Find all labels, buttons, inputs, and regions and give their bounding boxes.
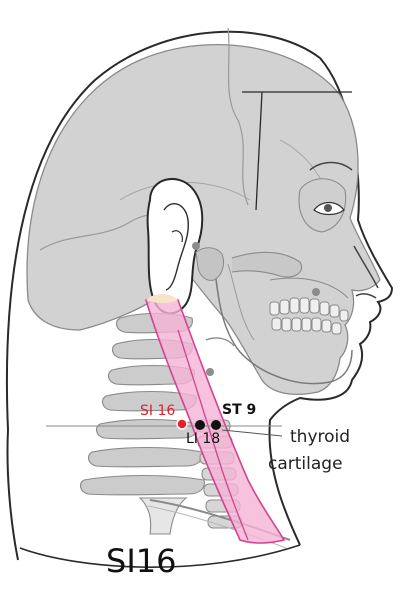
landmark-dot [206, 368, 214, 376]
mandible-ramus [227, 263, 255, 341]
ear-canal-detail [171, 230, 183, 243]
maxilla [269, 277, 349, 299]
ear-inner-fold [163, 202, 190, 291]
face-outline-detail [242, 91, 352, 211]
point-st9-dot [211, 420, 221, 430]
hyoid-bone [205, 337, 235, 347]
ear-icon [146, 178, 204, 315]
teeth [269, 297, 349, 335]
point-li18-label: LI 18 [186, 431, 220, 447]
mandible [213, 261, 353, 385]
point-si16-label: SI 16 [140, 403, 175, 419]
diagram-title: SI16 [106, 542, 176, 580]
back-of-neck-line [6, 429, 19, 561]
shoulder-line [19, 544, 301, 568]
thyroid-label: thyroid [290, 427, 350, 447]
point-st9-label: ST 9 [222, 402, 256, 418]
mastoid-process [195, 247, 225, 281]
eyebrow [309, 161, 353, 171]
landmark-dot [312, 288, 320, 296]
point-si16-dot [176, 418, 188, 430]
thyroid-pointer [221, 429, 283, 437]
eye-pupil [324, 204, 332, 212]
muscle-insertion-shade [146, 294, 178, 303]
sternocleidomastoid-muscle [145, 296, 286, 544]
point-li18-dot [195, 420, 205, 430]
coronal-suture [227, 27, 249, 206]
head-neck-outline [5, 30, 394, 546]
nose [353, 245, 379, 299]
zygomatic-arch [231, 251, 302, 278]
cartilage-label: cartilage [268, 454, 343, 474]
landmark-dot [192, 242, 200, 250]
sternocleidomastoid-head [177, 329, 249, 541]
